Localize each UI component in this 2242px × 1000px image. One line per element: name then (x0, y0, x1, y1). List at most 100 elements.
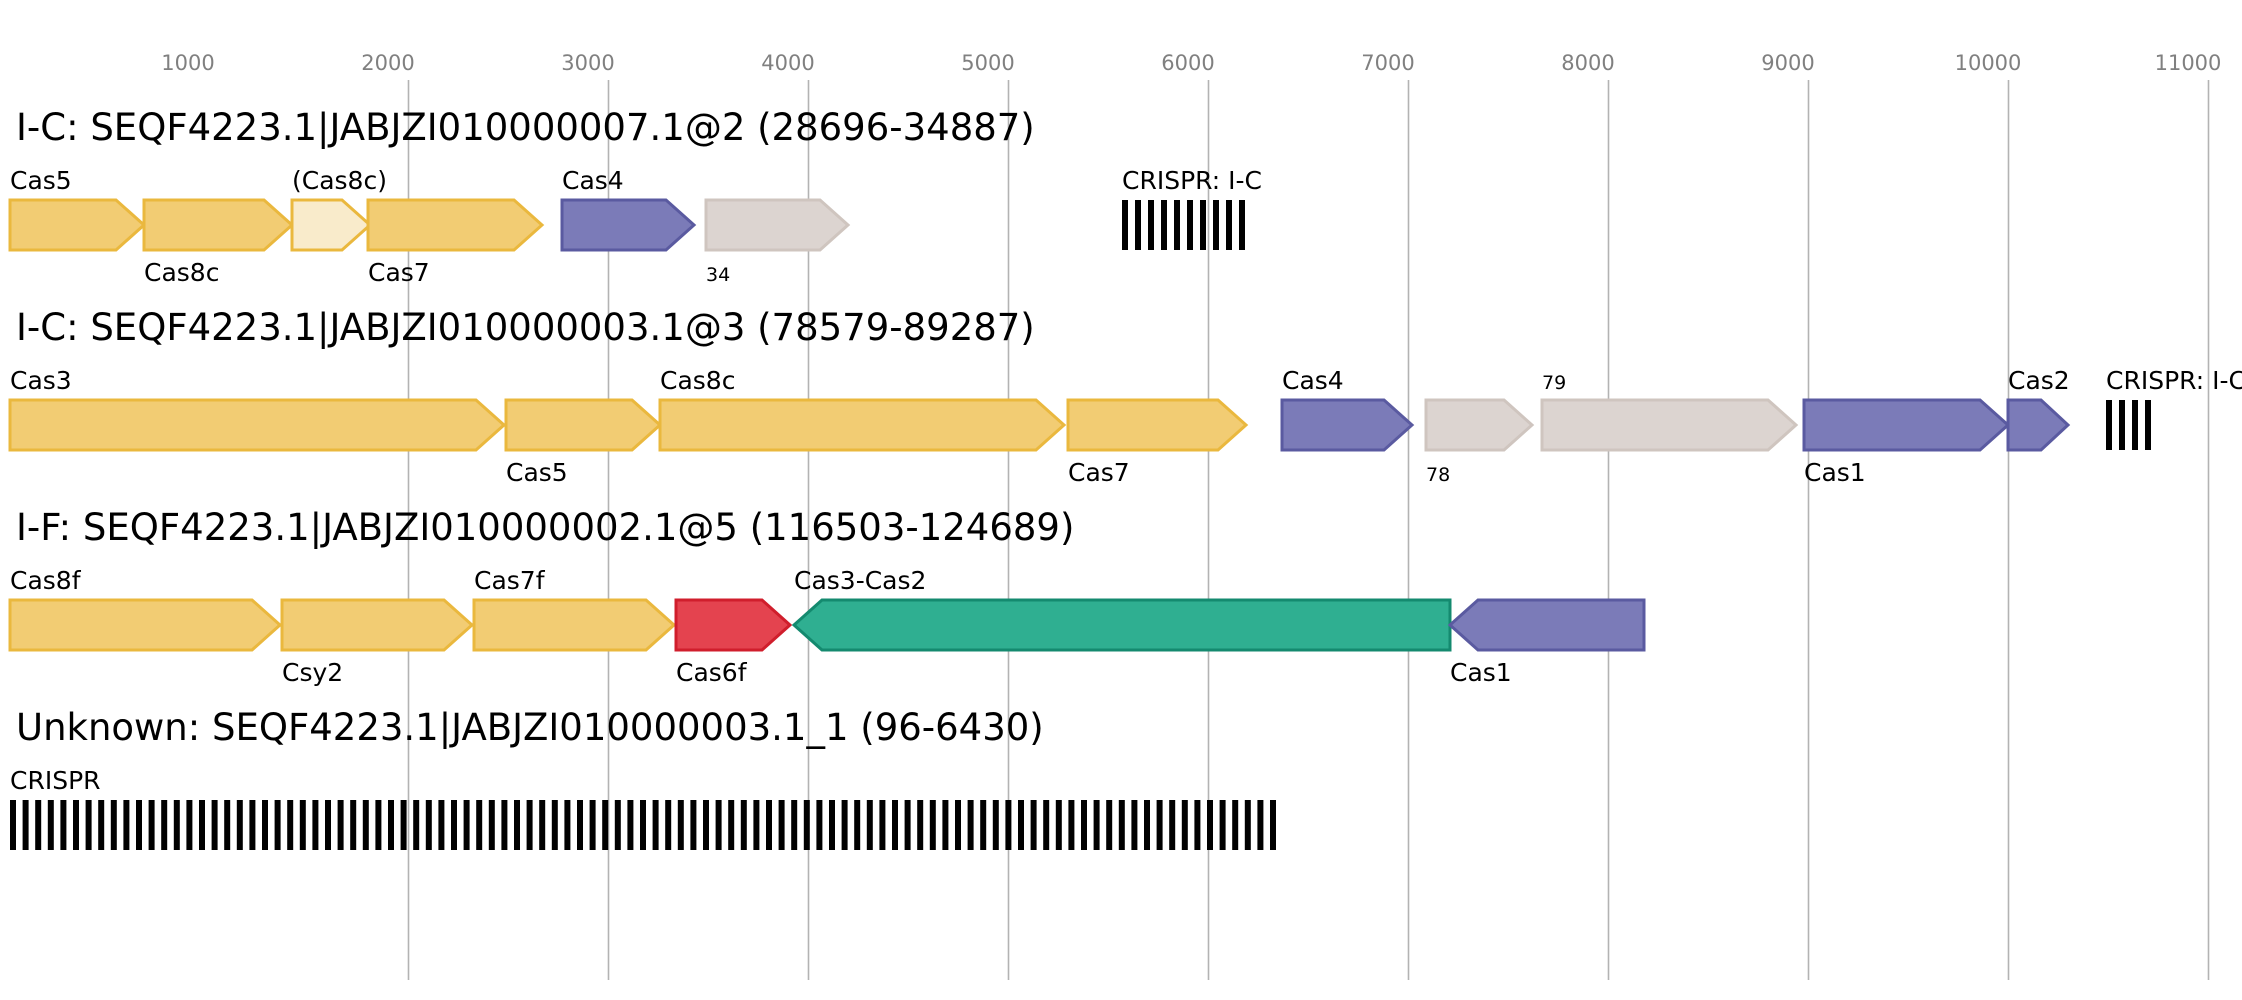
crispr-repeat (236, 800, 243, 850)
gene-label: Cas8c (660, 366, 735, 395)
crispr-repeat (400, 800, 407, 850)
crispr-repeat (1043, 800, 1050, 850)
gene-label: Cas8f (10, 566, 82, 595)
crispr-repeat (60, 800, 67, 850)
crispr-repeat (1244, 800, 1251, 850)
crispr-repeat (463, 800, 470, 850)
crispr-repeat (866, 800, 873, 850)
crispr-repeat (1226, 200, 1232, 250)
gene-arrow (280, 598, 475, 652)
gene-label: Cas7f (474, 566, 546, 595)
crispr-repeat (564, 800, 571, 850)
locus-title: I-C: SEQF4223.1|JABJZI010000003.1@3 (785… (16, 306, 1035, 349)
gene-label: Cas2 (2008, 366, 2070, 395)
crispr-repeat (677, 800, 684, 850)
crispr-repeat (1213, 200, 1219, 250)
crispr-repeat (85, 800, 92, 850)
axis-tick-label: 11000 (2155, 51, 2222, 75)
crispr-repeat (753, 800, 760, 850)
crispr-repeat (287, 800, 294, 850)
crispr-repeat (728, 800, 735, 850)
gene-arrow (142, 198, 295, 252)
crispr-label: CRISPR: I-C (1122, 166, 1262, 195)
crispr-repeat (2145, 400, 2151, 450)
crispr-repeat (1207, 800, 1213, 850)
locus-track: I-C: SEQF4223.1|JABJZI010000007.1@2 (286… (8, 106, 1262, 287)
axis-tick-label: 5000 (961, 51, 1014, 75)
crispr-repeat (136, 800, 142, 850)
gene-arrow (472, 598, 677, 652)
gene-label: Cas1 (1450, 658, 1512, 687)
crispr-repeat (1131, 800, 1138, 850)
crispr-repeat (929, 800, 936, 850)
crispr-repeat (803, 800, 810, 850)
crispr-repeat (173, 800, 180, 850)
crispr-repeat (476, 800, 483, 850)
crispr-repeat (1181, 800, 1188, 850)
crispr-repeat (501, 800, 508, 850)
gene-label: Cas7 (368, 258, 430, 287)
crispr-repeat (791, 800, 798, 850)
crispr-repeat (10, 800, 16, 850)
gene-label: Cas4 (562, 166, 624, 195)
crispr-repeat (161, 800, 168, 850)
crispr-repeat (816, 800, 823, 850)
crispr-repeat (199, 800, 205, 850)
crispr-repeat (539, 800, 546, 850)
crispr-repeat (917, 800, 924, 850)
gene-arrow (290, 198, 373, 252)
crispr-repeat (690, 800, 697, 850)
crispr-repeat (2106, 400, 2112, 450)
gene-arrow (1540, 398, 1799, 452)
crispr-repeat (1055, 800, 1062, 850)
crispr-repeat (1068, 800, 1075, 850)
crispr-repeat (904, 800, 911, 850)
crispr-repeat (992, 800, 999, 850)
crispr-repeat (589, 800, 596, 850)
crispr-repeat (665, 800, 672, 850)
crispr-repeat (1194, 800, 1201, 850)
gene-arrow (674, 598, 793, 652)
crispr-repeat (110, 800, 117, 850)
gene-arrow (1802, 398, 2011, 452)
crispr-repeat (186, 800, 193, 850)
crispr-repeat (438, 800, 445, 850)
crispr-repeat (350, 800, 357, 850)
crispr-repeat (148, 800, 155, 850)
crispr-repeat (413, 800, 420, 850)
gene-label: Cas5 (10, 166, 72, 195)
crispr-repeat (715, 800, 722, 850)
crispr-repeat (1174, 200, 1180, 250)
locus-track: Unknown: SEQF4223.1|JABJZI010000003.1_1 … (10, 706, 1276, 850)
crispr-repeat (337, 800, 344, 850)
crispr-repeat (1232, 800, 1239, 850)
gene-arrow (1424, 398, 1535, 452)
crispr-repeat (1144, 800, 1150, 850)
locus-title: I-F: SEQF4223.1|JABJZI010000002.1@5 (116… (16, 506, 1074, 549)
crispr-label: CRISPR (10, 766, 101, 795)
axis-tick-label: 6000 (1161, 51, 1214, 75)
crispr-repeat (1118, 800, 1125, 850)
crispr-repeat (211, 800, 218, 850)
gene-arrow (1066, 398, 1249, 452)
crispr-repeat (879, 800, 886, 850)
crispr-label: CRISPR: I-C (2106, 366, 2242, 395)
crispr-repeat (1093, 800, 1100, 850)
locus-title: I-C: SEQF4223.1|JABJZI010000007.1@2 (286… (16, 106, 1035, 149)
crispr-repeat (1148, 200, 1154, 250)
crispr-repeat (35, 800, 42, 850)
axis-tick-label: 2000 (361, 51, 414, 75)
axis-tick-label: 10000 (1955, 51, 2022, 75)
crispr-array (10, 800, 1276, 850)
crispr-repeat (1135, 200, 1141, 250)
crispr-repeat (325, 800, 331, 850)
loci-tracks: I-C: SEQF4223.1|JABJZI010000007.1@2 (286… (8, 106, 2242, 850)
crispr-repeat (375, 800, 382, 850)
crispr-repeat (1257, 800, 1264, 850)
crispr-repeat (1081, 800, 1087, 850)
crispr-repeat (942, 800, 949, 850)
crispr-repeat (249, 800, 256, 850)
crispr-repeat (22, 800, 29, 850)
locus-title: Unknown: SEQF4223.1|JABJZI010000003.1_1 … (16, 706, 1044, 749)
gene-label: 79 (1542, 372, 1566, 394)
